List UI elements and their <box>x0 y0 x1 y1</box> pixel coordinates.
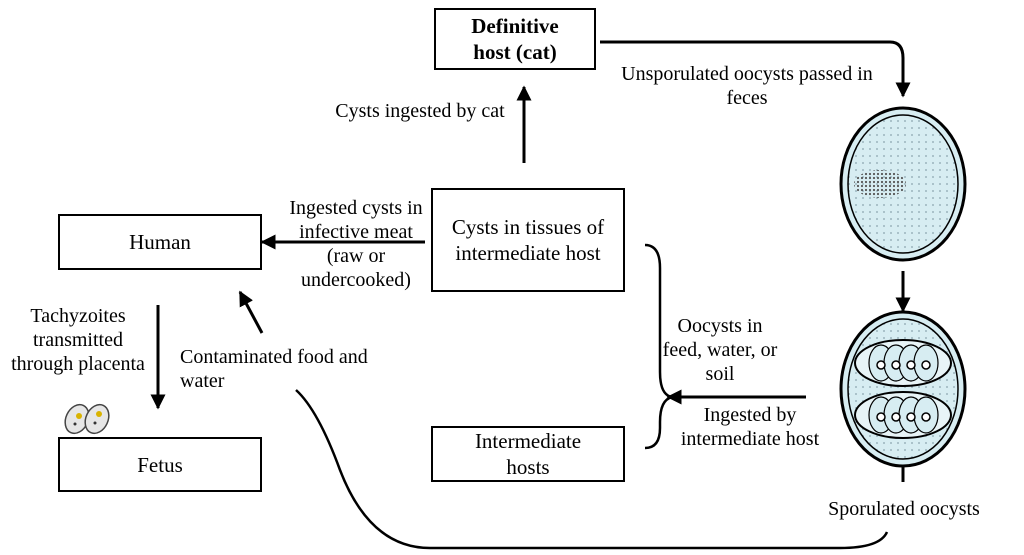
intermediate-hosts-label: Intermediate hosts <box>474 429 582 479</box>
definitive-host-box: Definitive host (cat) <box>434 8 596 70</box>
arrow-to-unsporulated-oocyst <box>600 40 911 98</box>
cysts-in-tissues-label: Cysts in tissues of intermediate host <box>451 215 605 265</box>
intermediate-hosts-box: Intermediate hosts <box>431 426 625 482</box>
curly-brace <box>644 243 673 450</box>
tachyzoites-label: Tachyzoites transmitted through placenta <box>11 305 145 375</box>
human-label: Human <box>129 230 191 254</box>
sporulated-oocyst-icon <box>839 310 967 468</box>
cysts-in-tissues-box: Cysts in tissues of intermediate host <box>431 188 625 292</box>
fetus-box: Fetus <box>58 437 262 492</box>
ingested-by-intermediate-label: Ingested by intermediate host <box>680 404 820 450</box>
tachyzoites-icon <box>64 403 110 435</box>
fetus-label: Fetus <box>137 452 183 477</box>
unsporulated-label: Unsporulated oocysts passed in feces <box>621 63 873 109</box>
contaminated-label: Contaminated food and water <box>180 346 368 392</box>
cysts-ingested-by-cat-label: Cysts ingested by cat <box>335 100 505 122</box>
human-box: Human <box>58 214 262 270</box>
curve-sporulated-to-contaminated <box>295 389 889 550</box>
ingested-cysts-meat-label: Ingested cysts in infective meat (raw or… <box>289 197 423 291</box>
definitive-host-label: Definitive host (cat) <box>471 14 559 64</box>
sporulated-label: Sporulated oocysts <box>828 498 980 520</box>
oocysts-in-feed-label: Oocysts in feed, water, or soil <box>662 315 778 385</box>
unsporulated-oocyst-icon <box>839 106 967 262</box>
arrow-contaminated-to-human <box>238 290 264 334</box>
